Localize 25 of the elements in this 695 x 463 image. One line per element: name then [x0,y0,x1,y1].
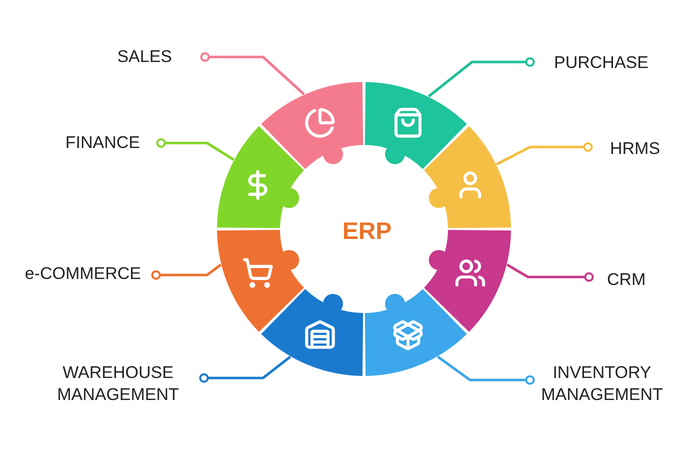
module-label: HRMS [610,138,660,160]
puzzle-segment [364,82,467,169]
module-label: FINANCE [65,132,140,154]
leader-line [506,264,594,282]
leader-line [200,52,305,96]
leader-line [428,57,535,98]
leader-line [496,142,593,166]
module-label: WAREHOUSE MANAGEMENT [57,362,179,406]
center-title: ERP [342,220,392,244]
module-label: INVENTORY MANAGEMENT [541,362,663,406]
puzzle-segment [424,126,511,228]
module-label: CRM [607,269,646,291]
puzzle-segment [261,82,364,169]
puzzle-segment [364,289,467,376]
puzzle-segment [424,230,511,332]
leader-line [151,264,222,280]
puzzle-segment [217,126,304,228]
leader-line [199,356,292,383]
leader-line [156,138,234,161]
module-label: SALES [117,46,172,68]
leader-line [436,356,535,385]
module-label: PURCHASE [554,52,648,74]
puzzle-segment [217,230,304,332]
puzzle-segment [261,289,364,376]
module-label: e-COMMERCE [24,263,141,285]
